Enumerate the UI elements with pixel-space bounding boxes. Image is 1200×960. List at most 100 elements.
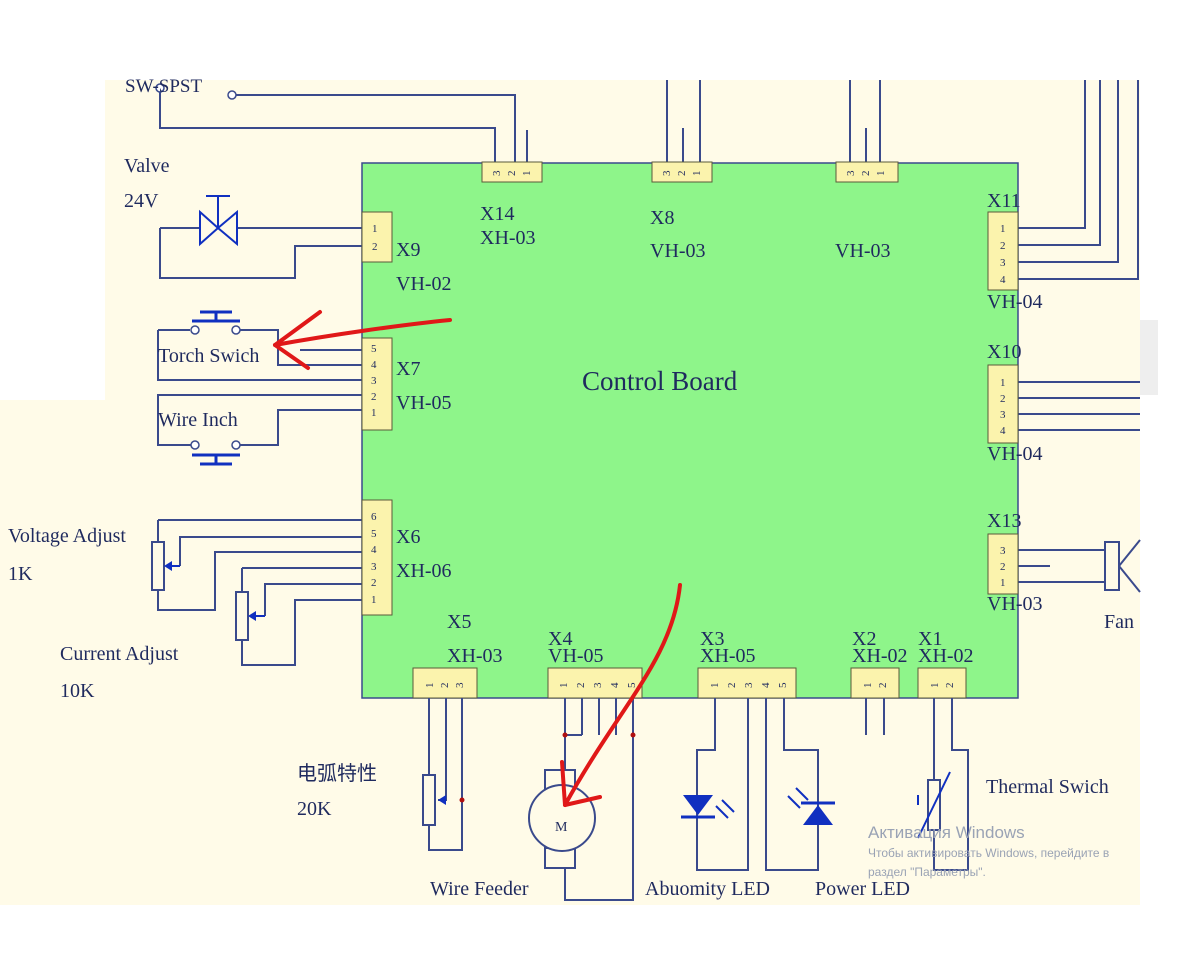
svg-text:1: 1 xyxy=(521,171,533,177)
red-arrow-motor xyxy=(560,583,682,807)
connector-x13: 3 2 1 xyxy=(987,533,1019,595)
connector-x8: 3 2 1 xyxy=(651,161,713,183)
x14-name: X14 xyxy=(480,203,514,225)
svg-text:4: 4 xyxy=(371,359,377,371)
x8-type: VH-03 xyxy=(650,240,706,262)
x7-type: VH-05 xyxy=(396,392,452,414)
arc-characteristic-label: 电弧特性 xyxy=(297,762,377,785)
svg-text:2: 2 xyxy=(371,391,377,403)
x10-name: X10 xyxy=(987,341,1021,363)
svg-text:4: 4 xyxy=(1000,274,1006,286)
right-wiring-top xyxy=(1018,80,1139,280)
x4-name: X4 xyxy=(548,628,572,650)
svg-text:1: 1 xyxy=(371,407,377,419)
arc-potentiometer xyxy=(422,698,465,851)
svg-text:5: 5 xyxy=(371,528,377,540)
svg-text:3: 3 xyxy=(454,682,466,688)
svg-text:3: 3 xyxy=(592,682,604,688)
x9-type: VH-02 xyxy=(396,273,452,295)
power-led-label: Power LED xyxy=(815,878,910,900)
svg-text:1: 1 xyxy=(1000,223,1006,235)
x2-wires xyxy=(865,698,885,735)
svg-text:2: 2 xyxy=(372,241,378,253)
svg-text:5: 5 xyxy=(777,682,789,688)
fan-symbol xyxy=(1018,539,1141,593)
svg-text:Чтобы активировать Windows, пе: Чтобы активировать Windows, перейдите в xyxy=(868,846,1109,860)
right-wiring-mid xyxy=(1018,381,1140,431)
sw-spst-label: SW-SPST xyxy=(125,76,202,97)
abuomity-led-label: Abuomity LED xyxy=(645,878,770,900)
svg-text:2: 2 xyxy=(1000,393,1006,405)
connector-x2: 1 2 xyxy=(850,667,900,699)
board-title: Control Board xyxy=(582,366,738,396)
svg-text:4: 4 xyxy=(371,544,377,556)
valve-symbol xyxy=(159,195,365,279)
valve-label: Valve xyxy=(124,155,170,177)
svg-text:2: 2 xyxy=(439,683,451,689)
svg-text:5: 5 xyxy=(371,343,377,355)
x10-type: VH-04 xyxy=(987,443,1043,465)
svg-text:2: 2 xyxy=(726,683,738,689)
svg-text:1: 1 xyxy=(1000,577,1006,589)
svg-text:1: 1 xyxy=(372,223,378,235)
svg-text:3: 3 xyxy=(845,170,857,176)
svg-text:6: 6 xyxy=(371,511,377,523)
connector-x6: 6 5 4 3 2 1 xyxy=(361,499,393,616)
connector-x7: 5 4 3 2 1 xyxy=(361,337,393,431)
fan-label: Fan xyxy=(1104,611,1134,633)
x2-type: XH-02 xyxy=(852,645,908,667)
voltage-adjust-label: Voltage Adjust xyxy=(8,525,126,547)
connector-x5: 1 2 3 xyxy=(412,667,478,699)
svg-text:2: 2 xyxy=(944,683,956,689)
red-arrow-torch xyxy=(273,310,452,370)
x4-type: VH-05 xyxy=(548,645,604,667)
x5-name: X5 xyxy=(447,611,471,633)
svg-text:1: 1 xyxy=(371,594,377,606)
svg-text:Активация Windows: Активация Windows xyxy=(868,823,1025,842)
svg-text:3: 3 xyxy=(661,170,673,176)
svg-text:4: 4 xyxy=(609,682,621,688)
svg-text:3: 3 xyxy=(1000,545,1006,557)
x11-type: VH-04 xyxy=(987,291,1043,313)
xtop3-type: VH-03 xyxy=(835,240,891,262)
x6-name: X6 xyxy=(396,526,420,548)
thermal-switch-symbol xyxy=(917,698,969,871)
svg-text:1: 1 xyxy=(558,683,570,689)
svg-text:2: 2 xyxy=(575,683,587,689)
connector-x3: 1 2 3 4 5 xyxy=(697,667,797,699)
power-led-symbol xyxy=(765,698,835,871)
arc-characteristic-value: 20K xyxy=(297,798,332,820)
svg-text:1: 1 xyxy=(709,683,721,689)
svg-text:3: 3 xyxy=(1000,257,1006,269)
wire-feeder-label: Wire Feeder xyxy=(430,878,529,900)
svg-text:4: 4 xyxy=(760,682,772,688)
svg-text:5: 5 xyxy=(626,682,638,688)
svg-text:2: 2 xyxy=(860,171,872,177)
svg-text:2: 2 xyxy=(1000,240,1006,252)
svg-text:3: 3 xyxy=(371,375,377,387)
svg-text:2: 2 xyxy=(506,171,518,177)
x1-name: X1 xyxy=(918,628,942,650)
current-adjust-value: 10K xyxy=(60,680,95,702)
windows-activation-watermark: Активация Windows Чтобы активировать Win… xyxy=(868,823,1109,879)
connector-x11: 1 2 3 4 xyxy=(987,211,1019,291)
svg-text:раздел "Параметры".: раздел "Параметры". xyxy=(868,865,986,879)
connector-x10: 1 2 3 4 xyxy=(987,364,1019,444)
thermal-switch-label: Thermal Swich xyxy=(986,776,1109,798)
x5-type: XH-03 xyxy=(447,645,503,667)
voltage-potentiometer xyxy=(151,519,365,611)
svg-text:2: 2 xyxy=(676,171,688,177)
svg-text:3: 3 xyxy=(491,170,503,176)
svg-text:1: 1 xyxy=(929,683,941,689)
x11-name: X11 xyxy=(987,190,1021,212)
x8-name: X8 xyxy=(650,207,674,229)
svg-text:1: 1 xyxy=(1000,377,1006,389)
connector-top-right: 3 2 1 xyxy=(835,161,899,183)
svg-text:3: 3 xyxy=(743,682,755,688)
x13-name: X13 xyxy=(987,510,1021,532)
valve-voltage: 24V xyxy=(124,190,159,212)
svg-text:1: 1 xyxy=(875,171,887,177)
x1-type: XH-02 xyxy=(918,645,974,667)
connector-x9: 1 2 xyxy=(361,211,393,263)
